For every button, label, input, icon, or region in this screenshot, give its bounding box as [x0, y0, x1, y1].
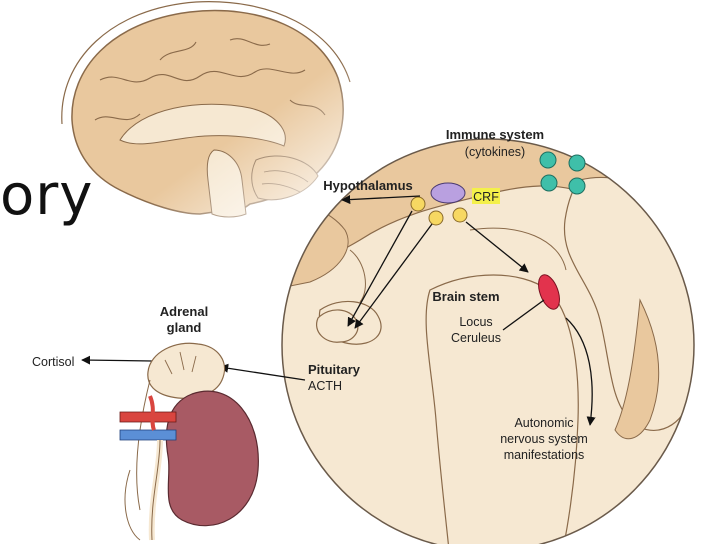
- kidney-adrenal-illustration: [120, 343, 258, 540]
- kidney: [166, 391, 258, 526]
- pituitary-gland: [317, 310, 358, 342]
- label-gland: gland: [167, 320, 202, 335]
- label-adrenal: Adrenal: [160, 304, 208, 319]
- label-pituitary: Pituitary: [308, 362, 361, 377]
- sagittal-brain-illustration: [60, 0, 360, 220]
- label-cytokines: (cytokines): [465, 145, 525, 159]
- label-brain-stem: Brain stem: [432, 289, 499, 304]
- adrenal-gland: [148, 343, 225, 398]
- label-immune-system: Immune system: [446, 127, 544, 142]
- label-ceruleus: Ceruleus: [451, 331, 501, 345]
- label-hypothalamus: Hypothalamus: [323, 178, 413, 193]
- label-nervous-system: nervous system: [500, 432, 588, 446]
- label-manifestations: manifestations: [504, 448, 585, 462]
- hypothalamus-nucleus: [431, 183, 465, 203]
- label-locus: Locus: [459, 315, 492, 329]
- label-autonomic: Autonomic: [514, 416, 573, 430]
- label-acth: ACTH: [308, 379, 342, 393]
- label-crf: CRF: [473, 190, 499, 204]
- label-cortisol: Cortisol: [32, 355, 74, 369]
